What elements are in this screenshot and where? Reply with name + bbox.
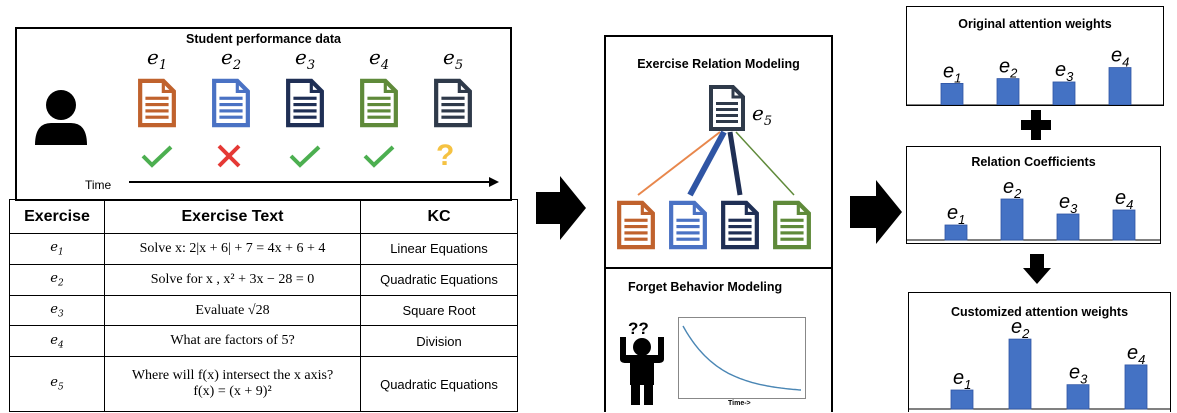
bar-label: e4 — [1111, 45, 1129, 70]
attention-bar — [1008, 338, 1032, 410]
kc-cell: Linear Equations — [360, 233, 518, 265]
kc-cell: Quadratic Equations — [360, 356, 518, 412]
bar-label: e4 — [1115, 187, 1133, 212]
plus-icon — [1021, 110, 1051, 140]
exercise-label: e1 — [147, 45, 168, 73]
exercise-text-cell: Evaluate √28 — [104, 294, 361, 327]
exercise-document-icon — [285, 77, 325, 134]
attention-bar — [940, 83, 964, 105]
attention-bar — [944, 224, 968, 241]
kc-cell: Quadratic Equations — [360, 263, 518, 296]
bar-label: e3 — [1055, 59, 1074, 84]
exercise-label: e3 — [295, 45, 316, 73]
exercise-relation-panel: Exercise Relation Modeling e5 — [604, 35, 833, 269]
attention-bar — [1108, 67, 1132, 105]
bar-label: e2 — [999, 56, 1018, 81]
attention-bar — [950, 389, 974, 410]
exercise-document-icon — [137, 77, 177, 134]
check-icon — [140, 143, 174, 174]
relation-panel-title: Exercise Relation Modeling — [637, 57, 800, 71]
attention-bar — [1066, 384, 1090, 410]
related-exercise-icon — [616, 197, 656, 258]
exercise-label: e2 — [221, 45, 242, 73]
arrow-down — [1023, 254, 1051, 284]
bar-label: e1 — [947, 202, 965, 227]
relation-graph — [637, 130, 795, 197]
exercise-id-cell: e3 — [9, 294, 105, 327]
table-header-row: Exercise Exercise Text KC — [9, 199, 518, 234]
header-kc: KC — [360, 199, 518, 234]
forget-curve-chart — [678, 317, 806, 399]
exercise-label: e5 — [443, 45, 464, 73]
exercise-id-cell: e2 — [9, 263, 105, 296]
attention-bar — [1052, 81, 1076, 105]
forget-panel-title: Forget Behavior Modeling — [628, 280, 783, 294]
bar-label: e1 — [943, 60, 961, 85]
question-marks: ?? — [628, 319, 649, 338]
bar-label: e2 — [1011, 316, 1030, 341]
student-performance-panel: Student performance data Time e1 e2 e3 e… — [15, 27, 512, 201]
original-attention-title: Original attention weights — [958, 17, 1112, 31]
attention-bar — [1056, 213, 1080, 241]
relation-coefficients-chart: e1 e2 e3 e4 — [907, 176, 1160, 241]
attention-bar — [1112, 209, 1136, 241]
related-exercise-icon — [772, 197, 812, 258]
relation-coefficients-panel: Relation Coefficients e1 e2 e3 e4 — [906, 146, 1161, 244]
kc-cell: Square Root — [360, 294, 518, 327]
forget-behavior-panel: Forget Behavior Modeling ?? Time-> — [604, 267, 833, 412]
confused-person-icon — [620, 337, 664, 405]
relation-coefficients-title: Relation Coefficients — [971, 155, 1096, 169]
kc-cell: Division — [360, 325, 518, 358]
original-attention-chart: e1 e2 e3 e4 — [907, 45, 1163, 105]
arrow-right-2 — [850, 180, 902, 244]
check-icon — [362, 143, 396, 174]
attention-bar — [996, 78, 1020, 105]
exercise-document-icon — [211, 77, 251, 134]
check-icon — [288, 143, 322, 174]
bar-label: e2 — [1003, 176, 1022, 201]
center-document-icon — [709, 85, 745, 131]
attention-bar — [1000, 198, 1024, 241]
time-label: Time — [85, 178, 112, 192]
exercise-document-icon — [433, 77, 473, 134]
exercise-id-cell: e4 — [9, 325, 105, 358]
time-arrow — [129, 177, 499, 187]
exercise-id-cell: e5 — [9, 356, 105, 412]
customized-attention-title: Customized attention weights — [950, 305, 1129, 319]
related-exercise-icon — [668, 197, 708, 258]
student-panel-title: Student performance data — [186, 32, 341, 46]
exercise-text-cell: Solve x: 2|x + 6| + 7 = 4x + 6 + 4 — [104, 233, 361, 265]
question-icon: ? — [436, 139, 455, 172]
attention-bar — [1124, 364, 1148, 410]
exercise-label: e4 — [369, 45, 390, 73]
forget-curve — [682, 325, 802, 391]
exercise-text-cell: Solve for x , x² + 3x − 28 = 0 — [104, 263, 361, 296]
exercise-document-icon — [359, 77, 399, 134]
related-exercise-icon — [720, 197, 760, 258]
original-attention-panel: Original attention weights e1 e2 e3 e4 — [906, 6, 1164, 106]
header-exercise: Exercise — [9, 199, 105, 234]
forget-axis-label: Time-> — [728, 400, 751, 407]
customized-attention-panel: Customized attention weights e1 e2 e3 e4 — [908, 292, 1171, 412]
bar-label: e4 — [1127, 342, 1145, 367]
arrow-right-1 — [536, 176, 586, 240]
center-exercise-label: e5 — [752, 101, 773, 129]
bar-label: e3 — [1059, 191, 1078, 216]
cross-icon — [214, 143, 244, 174]
bar-label: e3 — [1069, 362, 1088, 387]
header-exercise-text: Exercise Text — [104, 199, 361, 234]
exercise-text-cell: What are factors of 5? — [104, 325, 361, 358]
exercise-text-cell: Where will f(x) intersect the x axis?f(x… — [104, 356, 361, 412]
student-icon — [35, 90, 87, 145]
exercise-id-cell: e1 — [9, 233, 105, 265]
bar-label: e1 — [953, 367, 971, 392]
customized-attention-chart: e1 e2 e3 e4 — [909, 316, 1170, 410]
